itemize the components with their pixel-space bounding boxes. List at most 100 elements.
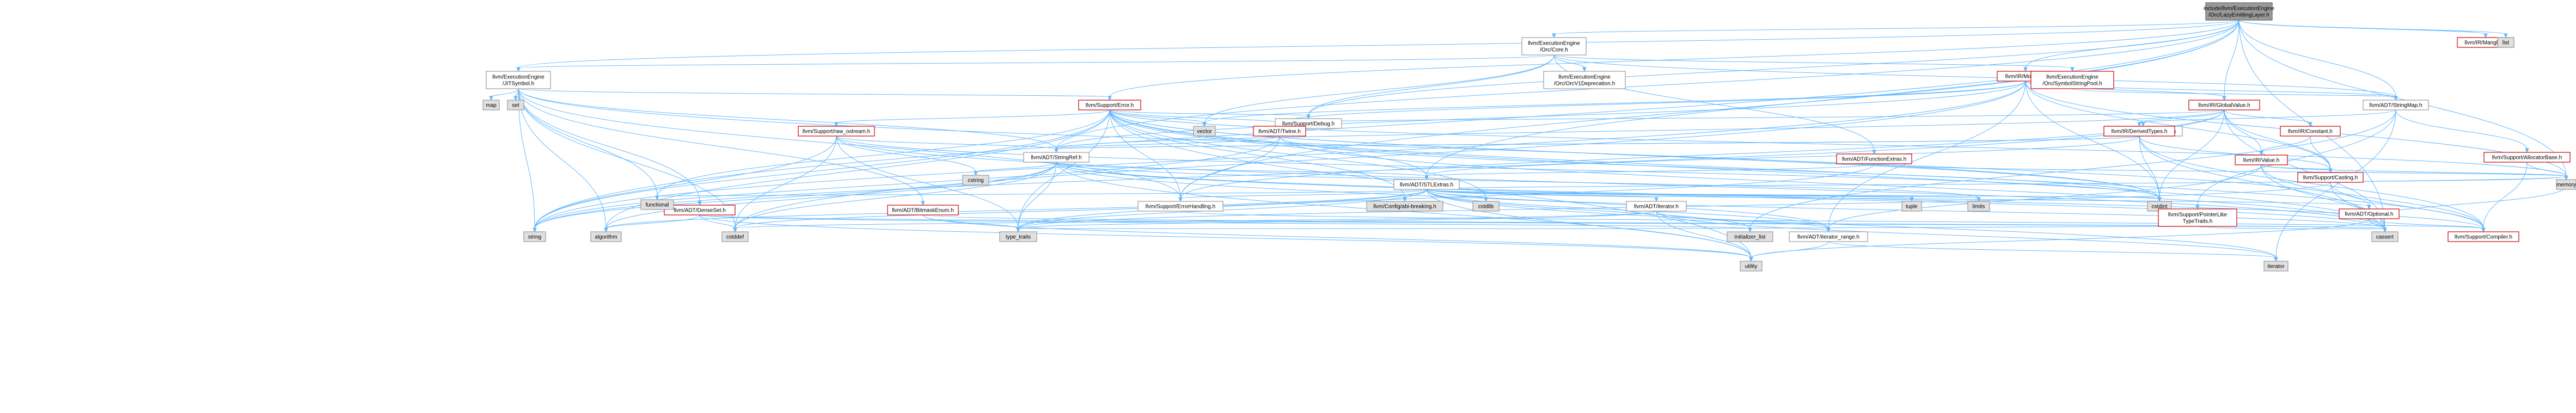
- edge-line: [1426, 189, 1752, 258]
- node-errorhandling[interactable]: llvm/Support/ErrorHandling.h: [1137, 201, 1223, 212]
- edge-stlextras-to-memory: [1426, 175, 2568, 190]
- node-box: [721, 231, 749, 242]
- edge-densemap-to-utility: [699, 214, 1753, 262]
- node-box: [1193, 126, 1216, 137]
- edge-line: [2238, 20, 2486, 35]
- node-functionextras[interactable]: llvm/ADT/FunctionExtras.h: [1836, 153, 1912, 164]
- edge-line: [657, 189, 1427, 197]
- edge-arrowhead: [2564, 175, 2568, 181]
- node-derivedtypes[interactable]: llvm/IR/DerivedTypes.h: [2103, 126, 2175, 137]
- edge-line: [2025, 81, 2160, 199]
- node-bitmaskenum[interactable]: llvm/ADT/BitmaskEnum.h: [887, 205, 959, 215]
- node-iteratorrange[interactable]: llvm/ADT/iterator_range.h: [1789, 231, 1868, 242]
- node-label: cstdlib: [1478, 204, 1494, 210]
- edge-line: [1056, 135, 2144, 150]
- node-box: [2158, 208, 2237, 227]
- node-box: [2205, 2, 2273, 21]
- edge-arrowhead: [2383, 227, 2387, 233]
- node-label: /Orc/SymbolStringPool.h: [2042, 81, 2102, 87]
- edge-line: [1749, 109, 2396, 229]
- edge-root-to-string: [533, 20, 2240, 233]
- edge-line: [518, 88, 2160, 199]
- node-label: cstring: [968, 178, 983, 184]
- edge-core-to-orcv1: [1553, 54, 1587, 72]
- node-stlextras[interactable]: llvm/ADT/STLExtras.h: [1393, 179, 1460, 190]
- edge-value-to-compiler: [2261, 164, 2486, 233]
- node-label: llvm/ADT/BitmaskEnum.h: [892, 208, 953, 214]
- node-label: llvm/Support/AllocatorBase.h: [2492, 155, 2562, 161]
- edge-constant-to-value: [2259, 135, 2311, 156]
- edge-root-to-list: [2238, 20, 2508, 39]
- node-value[interactable]: llvm/IR/Value.h: [2235, 155, 2288, 165]
- node-box: [1366, 201, 1443, 212]
- edge-line: [2261, 135, 2311, 152]
- edge-arrowhead: [516, 67, 521, 72]
- edge-line: [1109, 109, 2370, 206]
- edge-rawostream-to-cassert: [836, 135, 2387, 233]
- edge-globalvalue-to-derivedtypes: [2137, 109, 2225, 127]
- node-stringref[interactable]: llvm/ADT/StringRef.h: [1023, 152, 1090, 163]
- edge-line: [518, 88, 700, 202]
- node-iterator: iterator: [2263, 261, 2289, 272]
- edge-pointerlike-to-typetraits: [1016, 226, 2198, 233]
- edge-arrowhead: [2274, 257, 2278, 262]
- node-label: utility: [1745, 264, 1758, 270]
- node-box: [2030, 71, 2114, 89]
- node-box: [1078, 100, 1141, 110]
- edge-line: [605, 189, 1427, 229]
- node-box: [2483, 152, 2571, 163]
- edge-line: [1279, 135, 2160, 199]
- edge-line: [518, 88, 658, 197]
- node-densemap[interactable]: llvm/ADT/DenseSet.h: [664, 205, 736, 215]
- node-error[interactable]: llvm/Support/Error.h: [1078, 100, 1141, 110]
- edge-line: [1553, 54, 2073, 69]
- node-box: [2297, 172, 2364, 183]
- edge-line: [1828, 81, 2026, 229]
- edge-line: [922, 214, 1752, 258]
- edge-arrowhead: [733, 227, 737, 233]
- node-box: [2280, 126, 2341, 137]
- edge-line: [605, 214, 700, 229]
- edge-line: [518, 88, 923, 202]
- edge-arrowhead: [2367, 205, 2371, 210]
- node-label: llvm/ADT/iterator.h: [1634, 204, 1679, 210]
- node-casting[interactable]: llvm/Support/Casting.h: [2297, 172, 2364, 183]
- node-twine[interactable]: llvm/ADT/Twine.h: [1253, 126, 1306, 137]
- node-compiler[interactable]: llvm/Support/Compiler.h: [2447, 231, 2519, 242]
- node-label: include/llvm/ExecutionEngine: [2204, 6, 2275, 12]
- node-symstrpool[interactable]: llvm/ExecutionEngine/Orc/SymbolStringPoo…: [2030, 71, 2114, 89]
- edge-line: [1056, 135, 1280, 150]
- node-rawostream[interactable]: llvm/Support/raw_ostream.h: [798, 126, 875, 137]
- edge-root-to-stringmap: [2238, 20, 2398, 101]
- edge-line: [518, 20, 2240, 69]
- edge-arrowhead: [2157, 197, 2162, 202]
- edge-line: [699, 214, 1752, 258]
- node-optional[interactable]: llvm/ADT/Optional.h: [2339, 208, 2400, 219]
- node-label: llvm/ExecutionEngine: [2046, 75, 2098, 81]
- node-label: limits: [1973, 204, 1985, 210]
- node-box: [2447, 231, 2519, 242]
- node-cassert: cassert: [2371, 231, 2398, 242]
- node-globalvalue[interactable]: llvm/IR/GlobalValue.h: [2188, 100, 2260, 110]
- node-jitsymbol[interactable]: llvm/ExecutionEngine/JITSymbol.h: [486, 71, 551, 89]
- edge-symstrpool-to-stringmap: [2072, 88, 2398, 101]
- node-box: [2103, 126, 2175, 137]
- edge-line: [922, 214, 1019, 229]
- edge-arrowhead: [2222, 96, 2226, 101]
- edge-allocatorbase-to-memory: [2526, 162, 2568, 181]
- node-adtiterator[interactable]: llvm/ADT/iterator.h: [1626, 201, 1687, 212]
- edge-line: [735, 211, 1657, 229]
- edge-line: [836, 135, 1057, 150]
- node-allocatorbase[interactable]: llvm/Support/AllocatorBase.h: [2483, 152, 2571, 163]
- edge-stringref-to-cstring: [974, 162, 1057, 176]
- node-label: vector: [1197, 129, 1212, 135]
- edge-arrowhead: [2070, 67, 2075, 72]
- node-core[interactable]: llvm/ExecutionEngine/Orc/Core.h: [1521, 37, 1587, 56]
- edge-line: [2369, 218, 2484, 229]
- node-box: [798, 126, 875, 137]
- node-stringmap[interactable]: llvm/ADT/StringMap.h: [2363, 100, 2429, 110]
- node-orcv1[interactable]: llvm/ExecutionEngine/Orc/OrcV1Deprecatio…: [1543, 71, 1626, 89]
- node-constant[interactable]: llvm/IR/Constant.h: [2280, 126, 2341, 137]
- node-label: llvm/ExecutionEngine: [1558, 75, 1611, 81]
